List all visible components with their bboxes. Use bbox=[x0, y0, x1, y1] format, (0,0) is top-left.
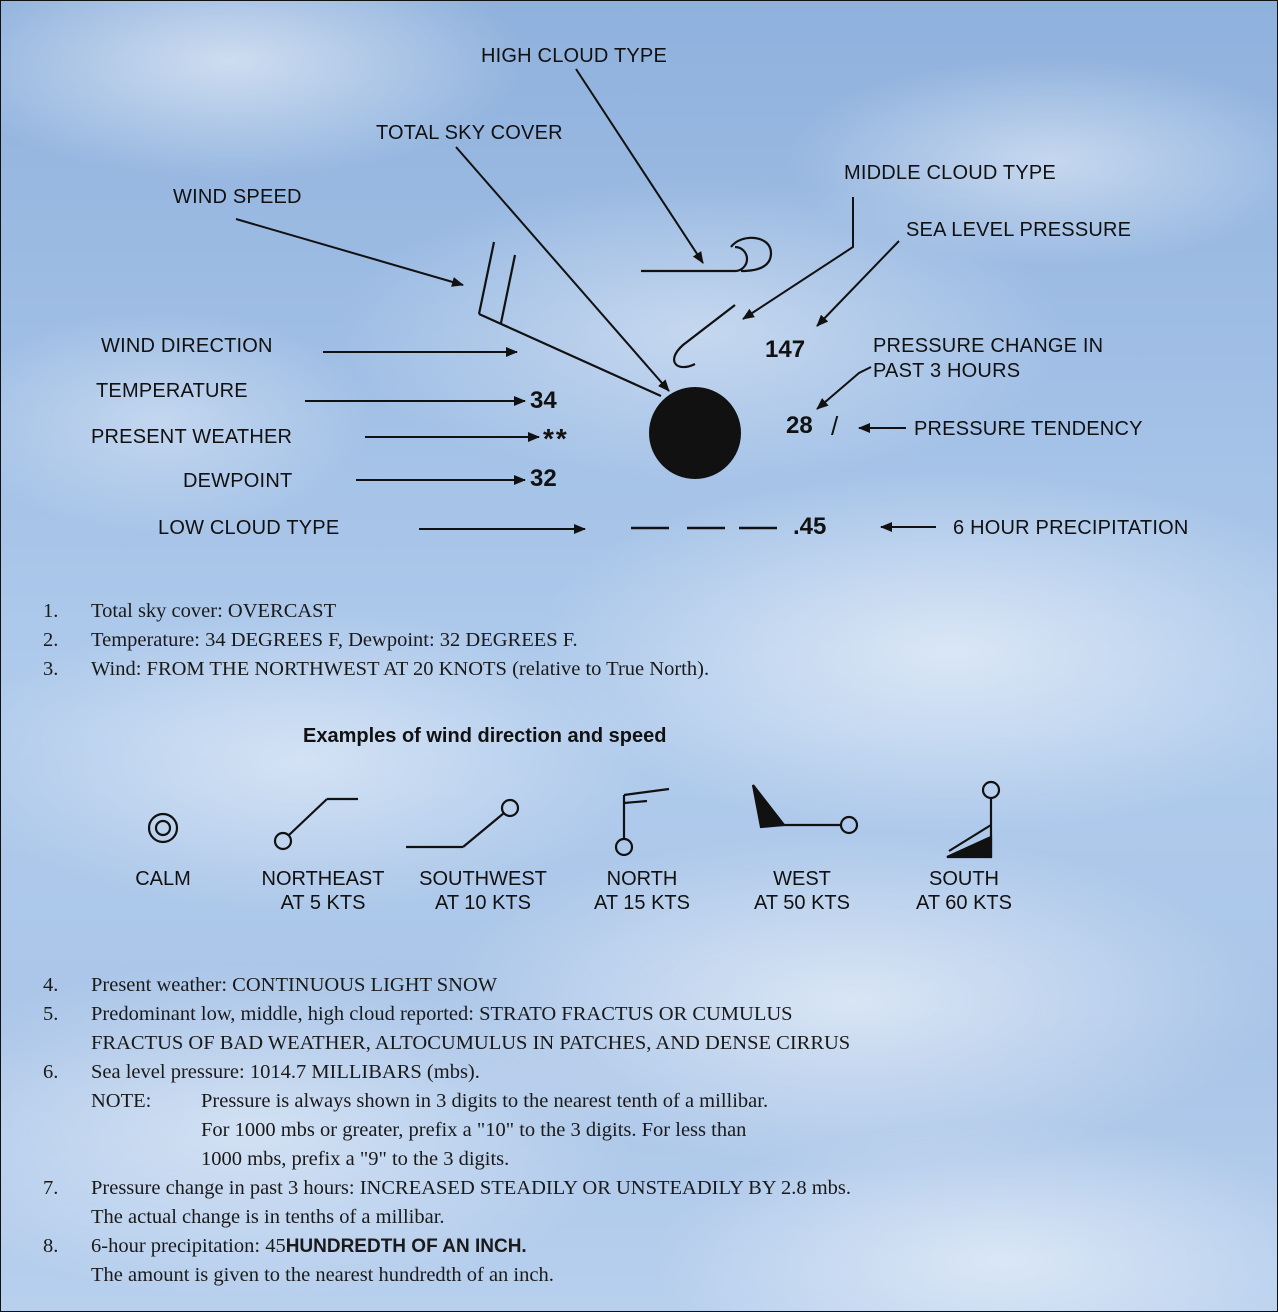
value-sea-level-pressure: 147 bbox=[765, 336, 806, 363]
note-number: 6. bbox=[43, 1061, 59, 1083]
wind-example-line1: NORTHEAST bbox=[261, 868, 385, 890]
note-number: 7. bbox=[43, 1177, 59, 1199]
note-text: The actual change is in tenths of a mill… bbox=[91, 1206, 445, 1228]
note-number: 5. bbox=[43, 1003, 59, 1025]
wind-example-line1: CALM bbox=[135, 868, 191, 890]
middle-cloud-symbol bbox=[673, 304, 736, 369]
wind-example-west: WEST AT 50 KTS bbox=[754, 867, 850, 915]
note-text: 1000 mbs, prefix a "9" to the 3 digits. bbox=[201, 1148, 510, 1170]
pressure-change-pointer bbox=[816, 366, 872, 410]
calm-circle-icon bbox=[147, 812, 179, 844]
label-middle-cloud-type: MIDDLE CLOUD TYPE bbox=[844, 162, 1056, 184]
label-pressure-tendency: PRESSURE TENDENCY bbox=[914, 418, 1143, 440]
note-number: 3. bbox=[43, 658, 59, 680]
wind-example-line1: SOUTHWEST bbox=[419, 868, 547, 890]
sky-cover-pointer bbox=[455, 146, 670, 392]
value-temperature: 34 bbox=[530, 387, 557, 414]
value-pressure-change: 28 bbox=[786, 412, 813, 439]
value-dewpoint: 32 bbox=[530, 465, 557, 492]
label-high-cloud-type: HIGH CLOUD TYPE bbox=[481, 45, 667, 67]
label-dewpoint: DEWPOINT bbox=[183, 470, 293, 492]
wind-example-line1: NORTH bbox=[606, 868, 678, 890]
note-text: Pressure change in past 3 hours: INCREAS… bbox=[91, 1177, 852, 1199]
note-text: Temperature: 34 DEGREES F, Dewpoint: 32 … bbox=[91, 629, 578, 651]
south-wind-pennant-icon bbox=[946, 780, 1001, 859]
wind-example-calm: CALM bbox=[135, 867, 191, 891]
wind-speed-pointer bbox=[235, 218, 464, 287]
station-circle-overcast bbox=[649, 387, 741, 479]
label-temperature: TEMPERATURE bbox=[96, 380, 248, 402]
wind-example-south: SOUTH AT 60 KTS bbox=[916, 867, 1012, 915]
wind-example-line1: WEST bbox=[773, 868, 831, 890]
note-text: The amount is given to the nearest hundr… bbox=[91, 1264, 554, 1286]
note-number: 1. bbox=[43, 600, 59, 622]
wind-example-southwest: SOUTHWEST AT 10 KTS bbox=[419, 867, 547, 915]
note-number: 2. bbox=[43, 629, 59, 651]
label-total-sky-cover: TOTAL SKY COVER bbox=[376, 122, 563, 144]
note-text: Wind: FROM THE NORTHWEST AT 20 KNOTS (re… bbox=[91, 658, 710, 680]
label-pressure-change-line1: PRESSURE CHANGE IN bbox=[873, 335, 1104, 357]
note-text: For 1000 mbs or greater, prefix a "10" t… bbox=[201, 1119, 747, 1141]
note-text: Present weather: CONTINUOUS LIGHT SNOW bbox=[91, 974, 498, 996]
station-wind-barb bbox=[477, 241, 662, 398]
west-wind-pennant-icon bbox=[751, 784, 859, 835]
note-text: 6-hour precipitation: 45 bbox=[91, 1235, 286, 1257]
wind-example-line2: AT 60 KTS bbox=[916, 892, 1012, 914]
note-text: Total sky cover: OVERCAST bbox=[91, 600, 337, 622]
high-cloud-symbol bbox=[641, 236, 773, 273]
wind-example-north: NORTH AT 15 KTS bbox=[594, 867, 690, 915]
wind-example-line2: AT 50 KTS bbox=[754, 892, 850, 914]
label-present-weather: PRESENT WEATHER bbox=[91, 426, 293, 448]
wind-example-line2: AT 5 KTS bbox=[280, 892, 366, 914]
middle-cloud-pointer bbox=[742, 197, 854, 320]
wind-examples-symbols bbox=[147, 780, 1001, 859]
note-text: Predominant low, middle, high cloud repo… bbox=[91, 1003, 793, 1025]
note-text: Sea level pressure: 1014.7 MILLIBARS (mb… bbox=[91, 1061, 480, 1083]
northeast-wind-barb-icon bbox=[273, 797, 358, 851]
southwest-wind-barb-icon bbox=[406, 798, 520, 849]
value-precipitation: .45 bbox=[793, 513, 827, 540]
snow-symbol: ** bbox=[543, 423, 569, 454]
note-text: FRACTUS OF BAD WEATHER, ALTOCUMULUS IN P… bbox=[91, 1032, 851, 1054]
label-6-hour-precipitation: 6 HOUR PRECIPITATION bbox=[953, 517, 1189, 539]
label-wind-direction: WIND DIRECTION bbox=[101, 335, 273, 357]
label-wind-speed: WIND SPEED bbox=[173, 186, 302, 208]
wind-example-line1: SOUTH bbox=[929, 868, 999, 890]
note-number: 8. bbox=[43, 1235, 59, 1257]
high-cloud-pointer bbox=[575, 68, 704, 264]
note-label: NOTE: bbox=[91, 1090, 152, 1112]
north-wind-barb-icon bbox=[614, 787, 670, 857]
slp-pointer bbox=[816, 240, 900, 327]
label-pressure-change-line2: PAST 3 HOURS bbox=[873, 360, 1021, 382]
wind-example-line2: AT 10 KTS bbox=[435, 892, 531, 914]
label-low-cloud-type: LOW CLOUD TYPE bbox=[158, 517, 340, 539]
station-model-diagram bbox=[235, 68, 936, 534]
label-sea-level-pressure: SEA LEVEL PRESSURE bbox=[906, 219, 1132, 241]
note-number: 4. bbox=[43, 974, 59, 996]
pressure-tendency-symbol: / bbox=[831, 411, 839, 441]
note-text-bold: HUNDREDTH OF AN INCH. bbox=[285, 1236, 527, 1257]
wind-example-line2: AT 15 KTS bbox=[594, 892, 690, 914]
wind-example-northeast: NORTHEAST AT 5 KTS bbox=[262, 867, 385, 915]
wind-examples-title: Examples of wind direction and speed bbox=[303, 725, 667, 747]
note-text: Pressure is always shown in 3 digits to … bbox=[201, 1090, 769, 1112]
